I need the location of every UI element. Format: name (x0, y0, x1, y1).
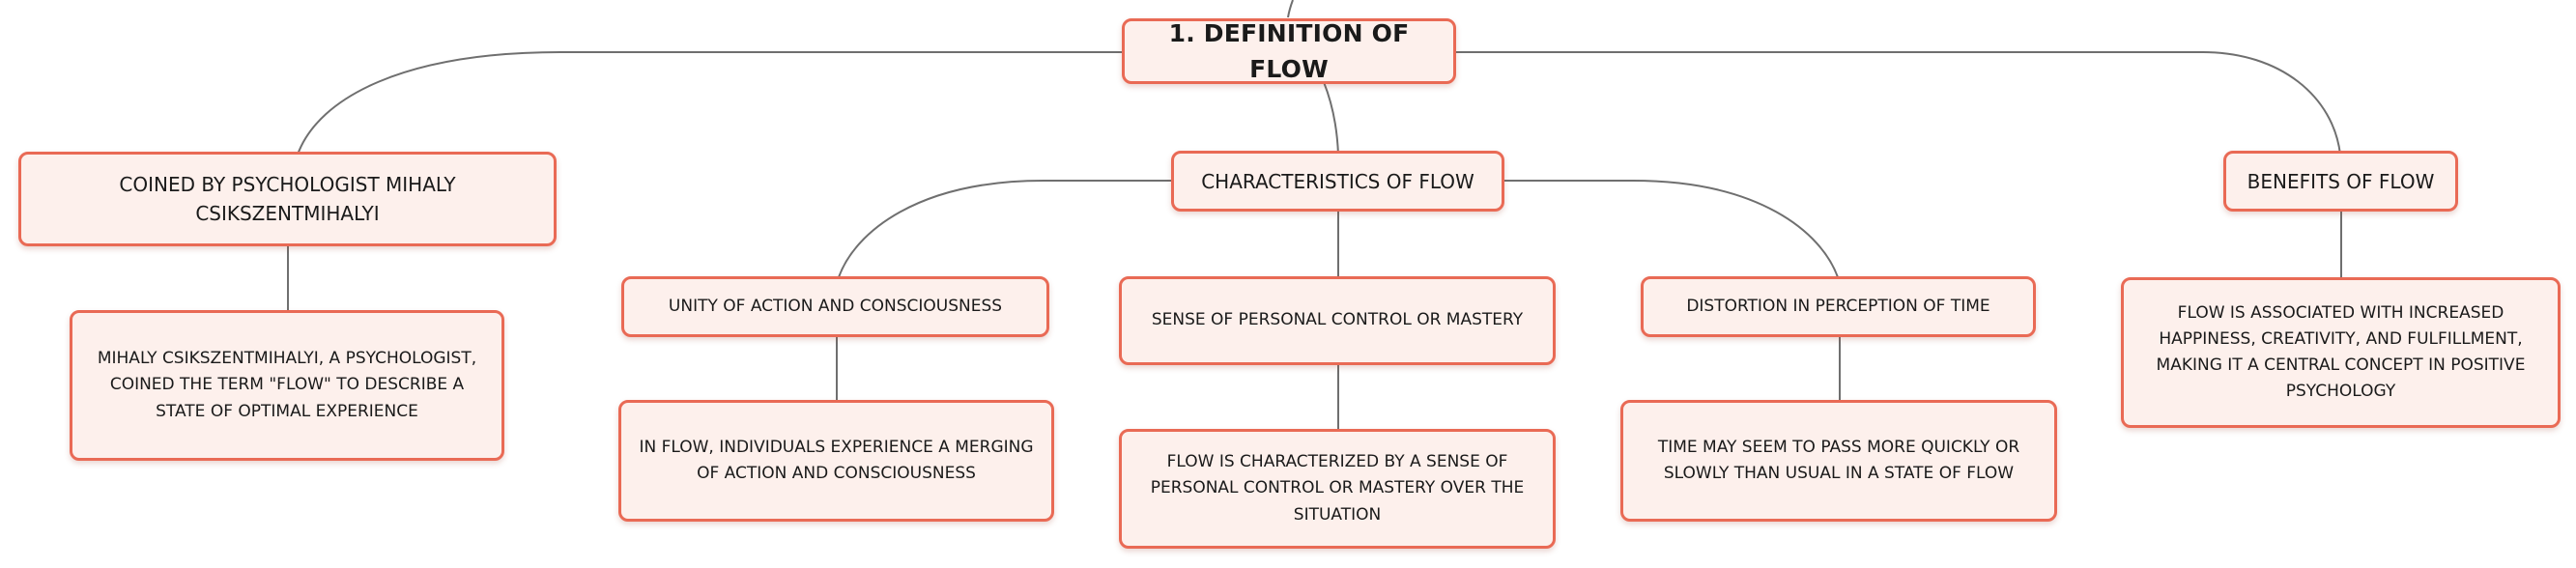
connector-parent-to-root (1287, 0, 1294, 18)
detail-coined-by-text: MIHALY CSIKSZENTMIHALYI, A PSYCHOLOGIST,… (97, 349, 477, 421)
detail-coined-by[interactable]: MIHALY CSIKSZENTMIHALYI, A PSYCHOLOGIST,… (70, 310, 504, 461)
connector-root-to-characteristics (1323, 81, 1339, 156)
detail-benefits[interactable]: FLOW IS ASSOCIATED WITH INCREASED HAPPIN… (2121, 277, 2561, 428)
subtopic-distortion-label: DISTORTION IN PERCEPTION OF TIME (1686, 296, 1990, 316)
detail-unity-text: IN FLOW, INDIVIDUALS EXPERIENCE A MERGIN… (639, 437, 1034, 483)
connector-root-to-coined (297, 51, 1124, 156)
topic-benefits[interactable]: BENEFITS OF FLOW (2223, 151, 2458, 212)
topic-benefits-label: BENEFITS OF FLOW (2247, 169, 2435, 193)
topic-coined-by[interactable]: COINED BY PSYCHOLOGIST MIHALY CSIKSZENTM… (18, 152, 557, 246)
detail-distortion[interactable]: TIME MAY SEEM TO PASS MORE QUICKLY OR SL… (1620, 400, 2057, 522)
root-topic[interactable]: 1. DEFINITION OF FLOW (1122, 18, 1456, 84)
subtopic-unity-label: UNITY OF ACTION AND CONSCIOUSNESS (668, 296, 1003, 316)
subtopic-control-label: SENSE OF PERSONAL CONTROL OR MASTERY (1151, 310, 1524, 330)
subtopic-distortion[interactable]: DISTORTION IN PERCEPTION OF TIME (1641, 276, 2036, 337)
connector-root-to-benefits (1455, 51, 2341, 156)
detail-control[interactable]: FLOW IS CHARACTERIZED BY A SENSE OF PERS… (1119, 429, 1556, 549)
detail-benefits-text: FLOW IS ASSOCIATED WITH INCREASED HAPPIN… (2156, 302, 2526, 402)
detail-unity[interactable]: IN FLOW, INDIVIDUALS EXPERIENCE A MERGIN… (618, 400, 1054, 522)
root-topic-label: 1. DEFINITION OF FLOW (1168, 18, 1410, 84)
connector-characteristics-to-unity (838, 180, 1173, 278)
topic-characteristics[interactable]: CHARACTERISTICS OF FLOW (1171, 151, 1504, 212)
connector-characteristics-to-distortion (1503, 180, 1839, 278)
detail-distortion-text: TIME MAY SEEM TO PASS MORE QUICKLY OR SL… (1657, 437, 2020, 483)
topic-coined-by-label: COINED BY PSYCHOLOGIST MIHALY CSIKSZENTM… (119, 173, 456, 225)
topic-characteristics-label: CHARACTERISTICS OF FLOW (1201, 169, 1474, 193)
subtopic-unity[interactable]: UNITY OF ACTION AND CONSCIOUSNESS (621, 276, 1049, 337)
subtopic-control[interactable]: SENSE OF PERSONAL CONTROL OR MASTERY (1119, 276, 1556, 365)
detail-control-text: FLOW IS CHARACTERIZED BY A SENSE OF PERS… (1150, 452, 1525, 525)
